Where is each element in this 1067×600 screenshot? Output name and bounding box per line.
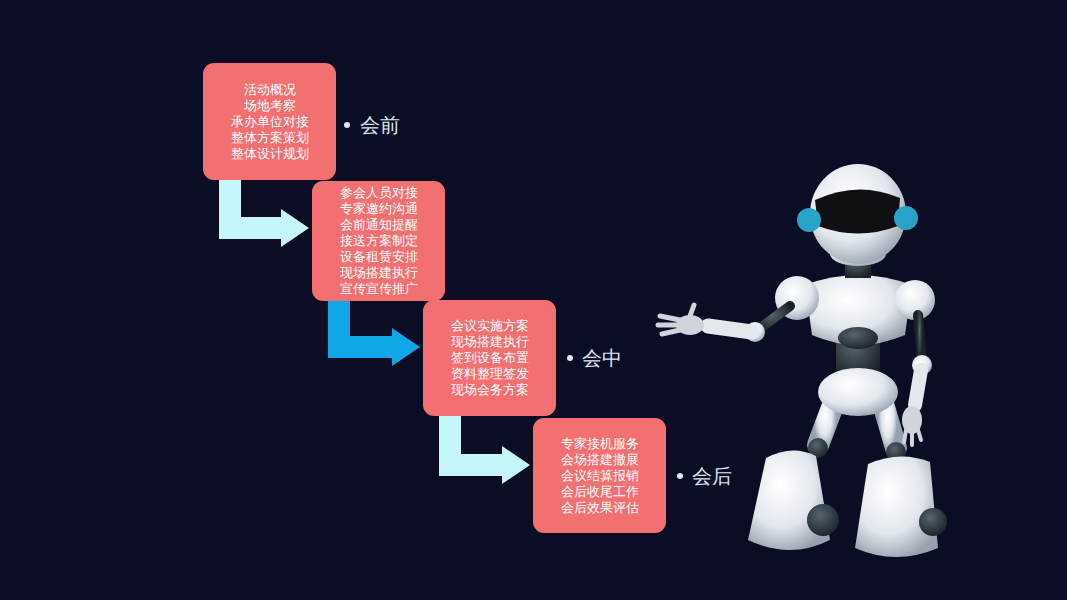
arrow-head [281, 209, 309, 247]
bent-arrow [450, 416, 530, 484]
process-box: 参会人员对接 专家邀约沟通 会前通知提醒 接送方案制定 设备租赁安排 现场搭建执… [312, 181, 445, 301]
box-text: 参会人员对接 专家邀约沟通 会前通知提醒 接送方案制定 设备租赁安排 现场搭建执… [340, 185, 418, 297]
bent-arrow [230, 180, 309, 247]
process-box: 活动概况 场地考察 承办单位对接 整体方案策划 整体设计规划 [203, 63, 336, 180]
phase-label: 会中 [582, 346, 622, 370]
arrow-shaft [339, 301, 393, 347]
arrow-head [502, 446, 530, 484]
box-text: 会议实施方案 现场搭建执行 签到设备布置 资料整理签发 现场会务方案 [451, 318, 529, 398]
box-text: 专家接机服务 会场搭建撤展 会议结算报销 会后收尾工作 会后效果评估 [561, 436, 639, 516]
process-box: 专家接机服务 会场搭建撤展 会议结算报销 会后收尾工作 会后效果评估 [533, 418, 666, 533]
arrow-shaft [230, 180, 282, 228]
arrow-shaft [450, 416, 503, 465]
bent-arrow [339, 301, 420, 366]
phase-label: 会后 [692, 464, 732, 488]
phase-label: 会前 [360, 113, 400, 137]
process-box: 会议实施方案 现场搭建执行 签到设备布置 资料整理签发 现场会务方案 [423, 300, 556, 416]
box-text: 活动概况 场地考察 承办单位对接 整体方案策划 整体设计规划 [231, 82, 309, 162]
robot-figure [658, 164, 947, 557]
arrow-head [392, 328, 420, 366]
